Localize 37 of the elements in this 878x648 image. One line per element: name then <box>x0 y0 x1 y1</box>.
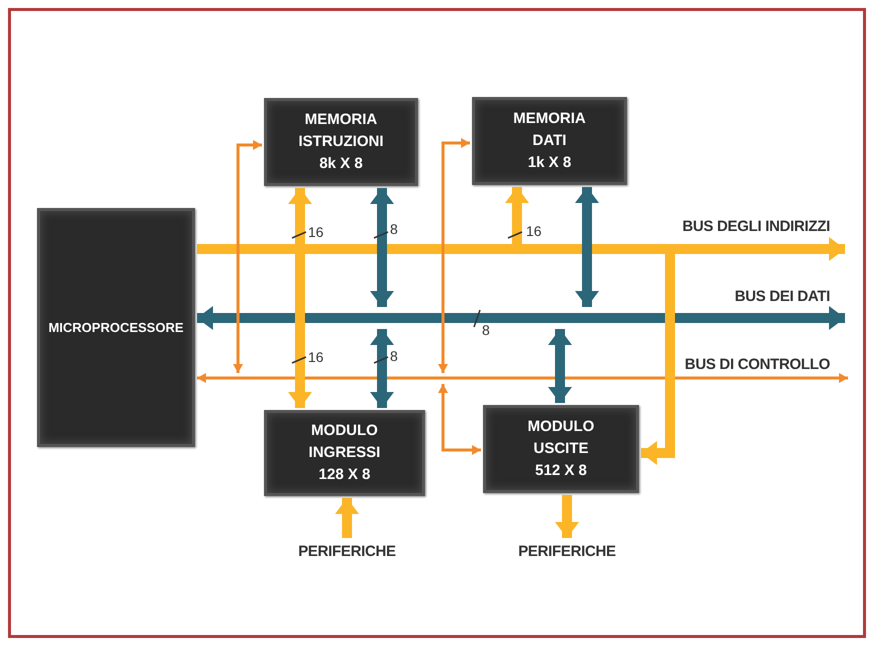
bus-width-label: 16 <box>526 223 542 239</box>
box-text: MEMORIA ISTRUZIONI <box>298 110 384 152</box>
bus-width-label: 16 <box>308 349 324 365</box>
bus-width-label: 16 <box>308 224 324 240</box>
peripheral-label: PERIFERICHE <box>510 540 624 562</box>
edge-label: BUS DEGLI INDIRIZZI <box>682 218 830 235</box>
edge-label: BUS DI CONTROLLO <box>684 356 830 373</box>
bus-arrow <box>335 498 359 538</box>
bus-arrow <box>370 188 394 307</box>
box-text: 128 X 8 <box>318 465 370 485</box>
bus-width-label: 8 <box>390 221 398 237</box>
module-box <box>264 410 425 496</box>
processor-box <box>37 208 195 447</box>
bus-arrow <box>233 140 262 373</box>
bus-arrow <box>197 237 845 261</box>
peripheral-label: PERIFERICHE <box>290 540 404 562</box>
box-text: MICROPROCESSORE <box>48 318 184 336</box>
memory-box <box>472 97 627 185</box>
box-text: MODULO USCITE <box>526 417 596 459</box>
edge-label: BUS DEI DATI <box>734 288 830 305</box>
bus-width-label: 8 <box>390 348 398 364</box>
box-text: 1k X 8 <box>528 153 572 173</box>
box-text: 8k X 8 <box>319 154 363 174</box>
box-text: MODULO INGRESSI <box>308 421 382 463</box>
memory-box <box>264 98 418 186</box>
box-text: 512 X 8 <box>535 461 587 481</box>
bus-width-label: 8 <box>482 322 490 338</box>
bus-arrow <box>197 373 848 383</box>
bus-arrow <box>555 495 579 538</box>
bus-arrow <box>438 384 481 455</box>
bus-arrow <box>370 329 394 408</box>
module-box <box>483 405 639 493</box>
box-text: MEMORIA DATI <box>512 109 587 151</box>
bus-arrow <box>548 329 572 403</box>
bus-arrow <box>197 306 845 330</box>
bus-arrow <box>575 187 599 307</box>
bus-arrow <box>438 138 470 373</box>
